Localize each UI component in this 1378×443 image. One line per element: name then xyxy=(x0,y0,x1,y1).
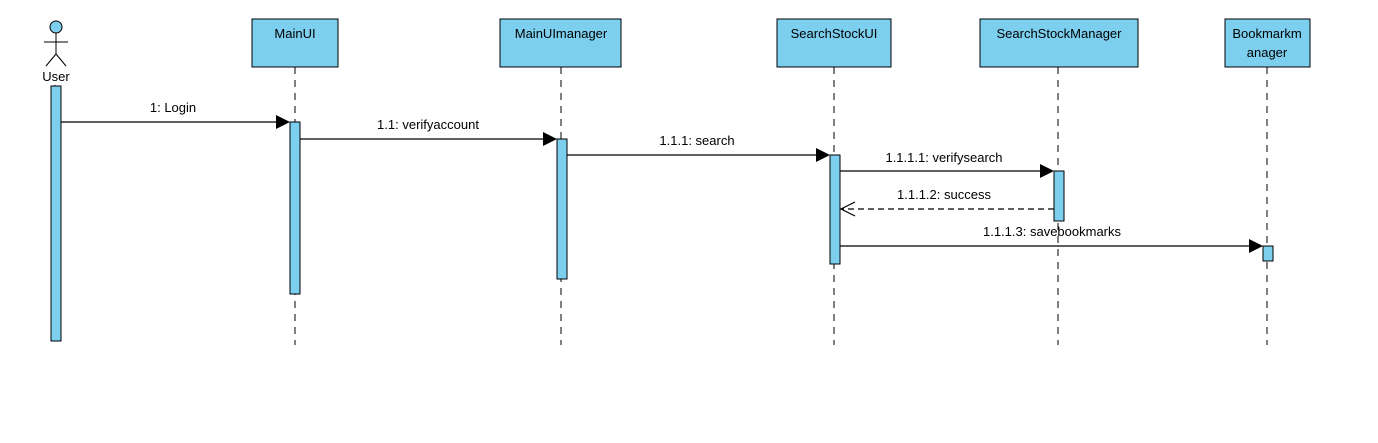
activation-searchstockui xyxy=(829,154,841,265)
activation-mainuimanager xyxy=(556,138,568,280)
participant-label-line1: Bookmarkm xyxy=(1232,26,1301,41)
actor-label: User xyxy=(42,69,70,84)
message-label: 1.1.1.3: savebookmarks xyxy=(983,224,1122,239)
open-arrowhead-icon xyxy=(839,201,856,217)
message-label: 1.1.1: search xyxy=(659,133,734,148)
message-label: 1: Login xyxy=(150,100,196,115)
participant-label: SearchStockManager xyxy=(996,26,1122,41)
message-login[interactable]: 1: Login xyxy=(61,100,290,129)
arrowhead-icon xyxy=(1040,164,1054,178)
participant-label: SearchStockUI xyxy=(791,26,878,41)
arrowhead-icon xyxy=(1249,239,1263,253)
participant-mainui[interactable]: MainUI xyxy=(251,18,339,68)
actor-head-icon xyxy=(49,20,63,34)
activation-searchstockmanager xyxy=(1053,170,1065,222)
message-search[interactable]: 1.1.1: search xyxy=(567,133,830,162)
message-verifysearch[interactable]: 1.1.1.1: verifysearch xyxy=(840,150,1054,178)
activation-user xyxy=(50,85,62,342)
message-verifyaccount[interactable]: 1.1: verifyaccount xyxy=(300,117,557,146)
message-label: 1.1.1.1: verifysearch xyxy=(885,150,1002,165)
activation-mainui xyxy=(289,121,301,295)
arrowhead-icon xyxy=(543,132,557,146)
arrowhead-icon xyxy=(816,148,830,162)
message-label: 1.1: verifyaccount xyxy=(377,117,479,132)
actor-user[interactable]: User xyxy=(42,20,70,84)
message-savebookmarks[interactable]: 1.1.1.3: savebookmarks xyxy=(840,224,1263,253)
participant-searchstockui[interactable]: SearchStockUI xyxy=(776,18,892,68)
participant-bookmarkmanager[interactable]: Bookmarkm anager xyxy=(1224,18,1311,68)
participant-searchstockmanager[interactable]: SearchStockManager xyxy=(979,18,1139,68)
arrowhead-icon xyxy=(276,115,290,129)
participant-mainuimanager[interactable]: MainUImanager xyxy=(499,18,622,68)
message-success[interactable]: 1.1.1.2: success xyxy=(839,187,1054,217)
message-label: 1.1.1.2: success xyxy=(897,187,991,202)
participant-label: MainUI xyxy=(274,26,315,41)
activation-bookmarkmanager xyxy=(1262,245,1274,262)
participant-label-line2: anager xyxy=(1247,45,1288,60)
participant-label: MainUImanager xyxy=(515,26,608,41)
